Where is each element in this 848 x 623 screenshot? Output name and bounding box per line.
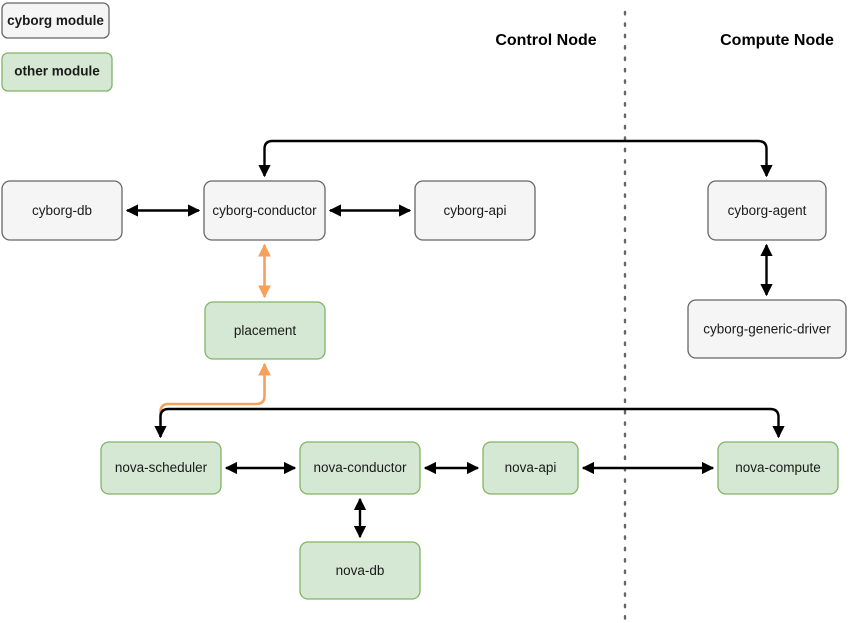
node-label-cyborg-conductor: cyborg-conductor: [212, 203, 317, 218]
legend-label-other: other module: [14, 64, 100, 79]
node-box[interactable]: [482, 441, 579, 495]
node-cyborg-db[interactable]: cyborg-db: [1, 180, 123, 241]
node-cyborg-generic-driver[interactable]: cyborg-generic-driver: [687, 299, 847, 359]
connector-novascheduler-placement: [159, 362, 271, 437]
legend: cyborg module other module: [1, 2, 113, 92]
node-box[interactable]: [204, 301, 326, 360]
node-placement[interactable]: placement: [204, 301, 326, 360]
connector-novaapi-to-scheduler-and-compute: [154, 407, 785, 439]
node-box[interactable]: [414, 180, 536, 241]
node-label-nova-db: nova-db: [336, 563, 385, 578]
node-box[interactable]: [299, 541, 421, 600]
node-box[interactable]: [687, 299, 847, 359]
node-box[interactable]: [299, 441, 421, 495]
node-nova-compute[interactable]: nova-compute: [717, 441, 839, 495]
node-box[interactable]: [717, 441, 839, 495]
node-box[interactable]: [1, 180, 123, 241]
legend-label-cyborg: cyborg module: [7, 13, 104, 28]
connector-api-to-conductor-and-agent: [258, 139, 773, 178]
node-cyborg-conductor[interactable]: cyborg-conductor: [203, 180, 326, 241]
node-label-cyborg-generic-driver: cyborg-generic-driver: [703, 322, 831, 337]
node-cyborg-api[interactable]: cyborg-api: [414, 180, 536, 241]
zone-label-compute-node: Compute Node: [720, 32, 834, 49]
legend-swatch-cyborg: [1, 2, 110, 39]
node-label-nova-api: nova-api: [505, 460, 557, 475]
legend-item-cyborg-module: cyborg module: [1, 2, 110, 39]
node-nova-scheduler[interactable]: nova-scheduler: [100, 441, 222, 495]
node-label-nova-scheduler: nova-scheduler: [115, 460, 208, 475]
node-label-cyborg-agent: cyborg-agent: [728, 203, 807, 218]
legend-swatch-other: [1, 52, 113, 92]
legend-item-other-module: other module: [1, 52, 113, 92]
node-nova-db[interactable]: nova-db: [299, 541, 421, 600]
node-nova-conductor[interactable]: nova-conductor: [299, 441, 421, 495]
node-box[interactable]: [203, 180, 326, 241]
node-box[interactable]: [100, 441, 222, 495]
node-box[interactable]: [707, 180, 827, 241]
node-label-cyborg-db: cyborg-db: [32, 203, 92, 218]
node-label-nova-compute: nova-compute: [735, 460, 821, 475]
node-nova-api[interactable]: nova-api: [482, 441, 579, 495]
node-label-cyborg-api: cyborg-api: [443, 203, 506, 218]
node-label-nova-conductor: nova-conductor: [313, 460, 407, 475]
zone-label-control-node: Control Node: [495, 32, 596, 49]
node-label-placement: placement: [234, 323, 297, 338]
node-cyborg-agent[interactable]: cyborg-agent: [707, 180, 827, 241]
